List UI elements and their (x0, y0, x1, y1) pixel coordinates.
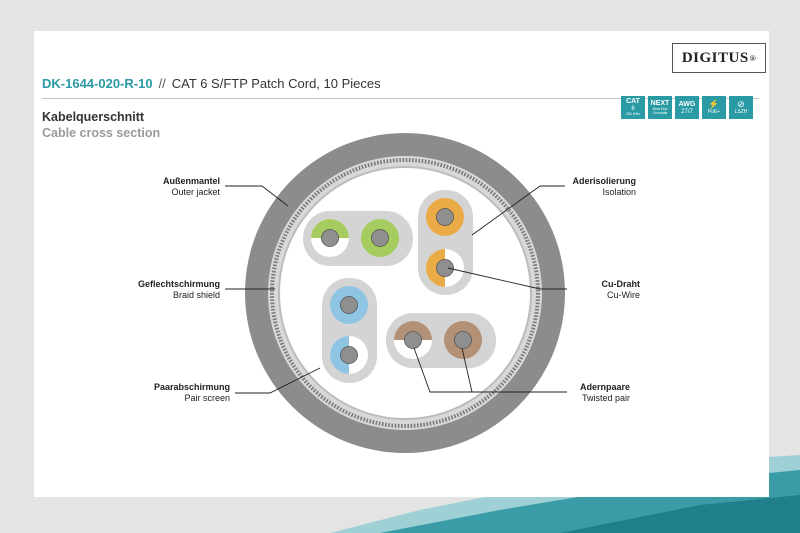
section-title-de: Kabelquerschnitt (42, 110, 145, 124)
label-twisted-pair: Adernpaare Twisted pair (579, 382, 630, 403)
product-code: DK-1644-020-R-10 (42, 76, 153, 91)
feature-badges: CAT 6 250 MHz NEXT Near End Crosstalk AW… (621, 96, 753, 119)
power-plug-icon: ⚡ (708, 99, 720, 109)
leader-outer-jacket (225, 185, 289, 207)
label-cu-wire: Cu-Draht Cu-Wire (601, 279, 641, 300)
label-braid-shield: Geflechtschirmung Braid shield (137, 279, 220, 300)
leader-twisted-pair (413, 347, 567, 393)
product-heading: DK-1644-020-R-10 // CAT 6 S/FTP Patch Cord… (42, 76, 381, 91)
poe-badge: ⚡ PoE+ (702, 96, 726, 119)
cable-core (278, 166, 532, 420)
no-halogen-icon: ⊘ (737, 99, 745, 109)
section-title-en: Cable cross section (42, 126, 161, 140)
leader-isolation (471, 185, 565, 236)
lszh-badge: ⊘ LSZH (729, 96, 753, 119)
product-title: CAT 6 S/FTP Patch Cord, 10 Pieces (171, 76, 381, 91)
label-pair-screen: Paarabschirmung Pair screen (153, 382, 230, 403)
next-badge: NEXT Near End Crosstalk (648, 96, 672, 119)
awg-badge: AWG 27/7 (675, 96, 699, 119)
cat6-badge: CAT 6 250 MHz (621, 96, 645, 119)
label-isolation: Aderisolierung Isolation (572, 176, 636, 197)
product-separator: // (158, 76, 166, 91)
brand-logo: DIGITUS® (672, 43, 766, 73)
braid-shield (270, 158, 540, 428)
leader-pair-screen (235, 367, 321, 394)
label-outer-jacket: Außenmantel Outer jacket (162, 176, 220, 197)
header-divider (42, 98, 759, 99)
leader-cu-wire (447, 267, 567, 290)
